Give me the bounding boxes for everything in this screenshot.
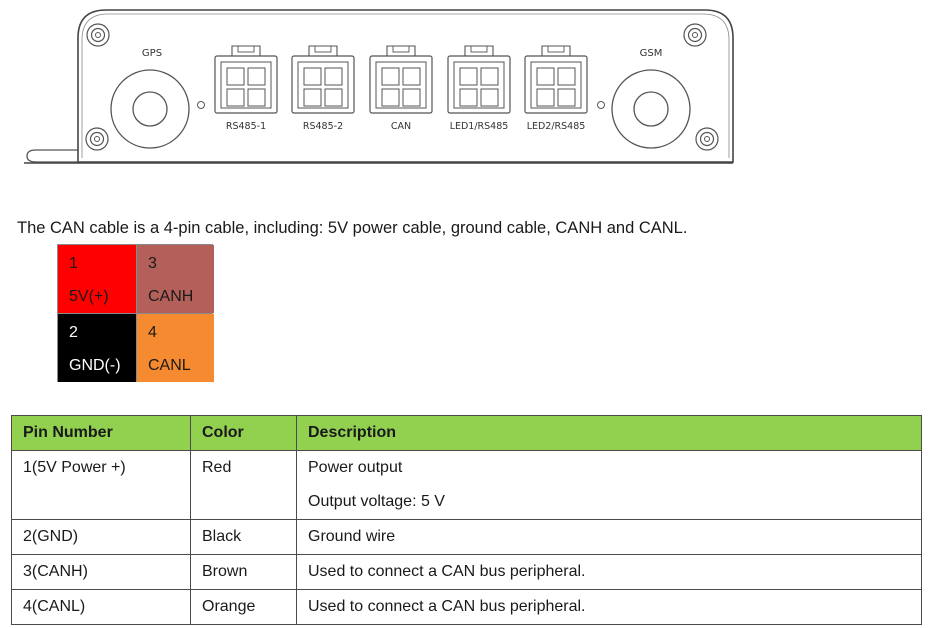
- cell-description-line: Used to connect a CAN bus peripheral.: [308, 598, 586, 615]
- connector-port: LED1/RS485: [447, 45, 511, 132]
- header-pin-number: Pin Number: [11, 415, 191, 451]
- cell-color: Brown: [190, 554, 297, 590]
- cell-description: Used to connect a CAN bus peripheral.: [296, 589, 922, 625]
- pin-layout-grid: 1 5V(+) 3 CANH 2 GND(-) 4 CANL: [57, 244, 214, 382]
- indicator-led: [197, 101, 205, 109]
- side-bracket: [26, 149, 78, 163]
- screw-icon: [86, 23, 110, 47]
- connector-port: CAN: [369, 45, 433, 132]
- gps-label: GPS: [142, 48, 162, 59]
- pin-number: 4: [148, 324, 157, 341]
- gsm-antenna-connector: [611, 69, 691, 149]
- cell-color: Red: [190, 450, 297, 520]
- gps-antenna-connector: [110, 69, 190, 149]
- pin-label: CANH: [148, 288, 194, 305]
- cell-pin-text: 1(5V Power +): [23, 459, 126, 476]
- cell-pin: 1(5V Power +): [11, 450, 191, 520]
- connector-port: RS485-1: [214, 45, 278, 132]
- cell-description: Ground wire: [296, 519, 922, 555]
- cell-pin-text: 2(GND): [23, 528, 79, 545]
- cell-color: Orange: [190, 589, 297, 625]
- cell-description-line: Output voltage: 5 V: [308, 493, 445, 510]
- screw-icon: [695, 127, 719, 151]
- pin-cell-3: 3 CANH: [137, 245, 214, 313]
- pin-label: CANL: [148, 357, 191, 374]
- table-row: 4(CANL) Orange Used to connect a CAN bus…: [11, 589, 922, 625]
- pin-definition-table: Pin Number Color Description 1(5V Power …: [11, 415, 922, 625]
- cell-pin-text: 4(CANL): [23, 598, 86, 615]
- cell-description-line: Used to connect a CAN bus peripheral.: [308, 563, 586, 580]
- cell-color-text: Brown: [202, 563, 248, 580]
- table-row: 3(CANH) Brown Used to connect a CAN bus …: [11, 554, 922, 590]
- header-color: Color: [190, 415, 297, 451]
- cell-description: Used to connect a CAN bus peripheral.: [296, 554, 922, 590]
- cell-description-line: Ground wire: [308, 528, 396, 545]
- cell-color: Black: [190, 519, 297, 555]
- cell-color-text: Orange: [202, 598, 256, 615]
- header-description: Description: [296, 415, 922, 451]
- cell-color-text: Red: [202, 459, 232, 476]
- cell-description: Power output Output voltage: 5 V: [296, 450, 922, 520]
- table-row: 1(5V Power +) Red Power output Output vo…: [11, 450, 922, 520]
- intro-text: The CAN cable is a 4-pin cable, includin…: [17, 219, 688, 237]
- device-panel-diagram: GPS GSM RS485-1 RS485-2 CAN LED1/RS485 LED2/…: [24, 9, 734, 164]
- connector-port: LED2/RS485: [524, 45, 588, 132]
- indicator-led: [597, 101, 605, 109]
- cell-pin-text: 3(CANH): [23, 563, 88, 580]
- pin-number: 1: [69, 255, 78, 272]
- port-group: RS485-1 RS485-2 CAN LED1/RS485 LED2/RS485: [214, 45, 588, 132]
- cell-pin: 2(GND): [11, 519, 191, 555]
- pin-cell-1: 1 5V(+): [58, 245, 136, 313]
- cell-color-text: Black: [202, 528, 242, 545]
- pin-cell-4: 4 CANL: [137, 314, 214, 382]
- port-label: RS485-1: [226, 121, 266, 132]
- device-body-inner: [81, 13, 730, 158]
- pin-label: 5V(+): [69, 288, 109, 305]
- connector-port: RS485-2: [291, 45, 355, 132]
- pin-cell-2: 2 GND(-): [58, 314, 136, 382]
- screw-icon: [683, 23, 707, 47]
- port-label: LED1/RS485: [450, 121, 509, 132]
- cell-description-line: Power output: [308, 459, 403, 476]
- pin-number: 3: [148, 255, 157, 272]
- port-label: LED2/RS485: [527, 121, 586, 132]
- cell-pin: 4(CANL): [11, 589, 191, 625]
- pin-number: 2: [69, 324, 78, 341]
- cell-pin: 3(CANH): [11, 554, 191, 590]
- table-row: 2(GND) Black Ground wire: [11, 519, 922, 555]
- port-label: CAN: [391, 121, 411, 132]
- gsm-label: GSM: [640, 48, 663, 59]
- table-header-row: Pin Number Color Description: [11, 415, 922, 451]
- port-label: RS485-2: [303, 121, 343, 132]
- screw-icon: [85, 127, 109, 151]
- pin-label: GND(-): [69, 357, 121, 374]
